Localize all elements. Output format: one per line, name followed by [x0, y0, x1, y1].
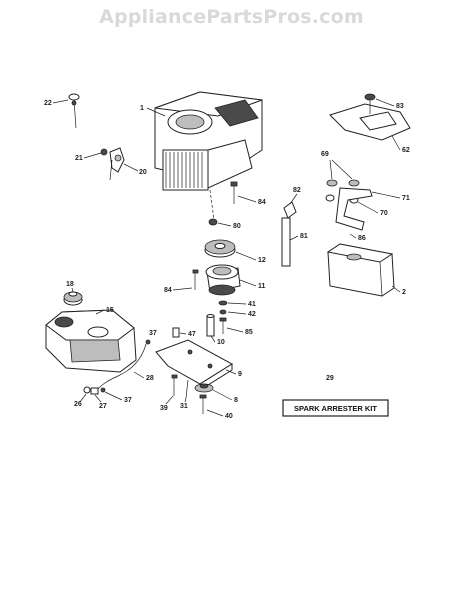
label-84-lower: 84: [164, 287, 172, 294]
throttle-bracket: [100, 147, 125, 181]
label-29: 29: [326, 375, 334, 382]
label-80: 80: [233, 223, 241, 230]
spacer-80: [208, 218, 218, 226]
label-83: 83: [396, 103, 404, 110]
bolt-84-lower: [192, 269, 199, 290]
label-31: 31: [180, 403, 188, 410]
label-2: 2: [402, 289, 406, 296]
label-40: 40: [225, 413, 233, 420]
label-1: 1: [140, 105, 144, 112]
exhaust-pipe: [325, 179, 373, 231]
label-39: 39: [160, 405, 168, 412]
label-71: 71: [402, 195, 410, 202]
fuel-cap: [63, 291, 83, 306]
label-37-lower: 37: [124, 397, 132, 404]
spacer-10: [206, 314, 215, 337]
label-62: 62: [402, 147, 410, 154]
breather-tube: [281, 201, 297, 267]
label-12: 12: [258, 257, 266, 264]
heat-shield: [329, 93, 411, 141]
label-9: 9: [238, 371, 242, 378]
label-8: 8: [234, 397, 238, 404]
bolt-39: [171, 374, 178, 396]
label-69: 69: [321, 151, 329, 158]
label-70: 70: [380, 210, 388, 217]
fuel-tank: [45, 309, 137, 373]
label-86: 86: [358, 235, 366, 242]
label-82: 82: [293, 187, 301, 194]
label-47: 47: [188, 331, 196, 338]
label-11: 11: [258, 283, 266, 290]
label-10: 10: [217, 339, 225, 346]
label-18: 18: [66, 281, 74, 288]
dipstick: [68, 93, 80, 129]
bolt-84-upper: [230, 181, 238, 204]
label-84-upper: 84: [258, 199, 266, 206]
watermark: AppliancePartsPros.com: [99, 6, 364, 28]
washers: [218, 300, 228, 334]
label-27: 27: [99, 403, 107, 410]
label-41: 41: [248, 301, 256, 308]
label-20: 20: [139, 169, 147, 176]
pto-clutch: [205, 264, 241, 296]
spacer-47: [172, 327, 180, 338]
label-15: 15: [106, 307, 114, 314]
muffler: [326, 243, 395, 297]
spacer-31: [185, 379, 189, 399]
label-22: 22: [44, 100, 52, 107]
label-37-upper: 37: [149, 330, 157, 337]
belt-guide-plate: [155, 339, 233, 391]
spark-arrester-kit-box: [282, 399, 389, 417]
pulley: [204, 239, 236, 258]
label-85: 85: [245, 329, 253, 336]
idler-pulley: [194, 383, 214, 414]
engine: [154, 91, 263, 191]
spark-arrester-kit-label: SPARK ARRESTER KIT: [294, 404, 377, 413]
label-81: 81: [300, 233, 308, 240]
label-26: 26: [74, 401, 82, 408]
label-42: 42: [248, 311, 256, 318]
fuel-line: [83, 339, 151, 395]
label-28: 28: [146, 375, 154, 382]
label-21: 21: [75, 155, 83, 162]
